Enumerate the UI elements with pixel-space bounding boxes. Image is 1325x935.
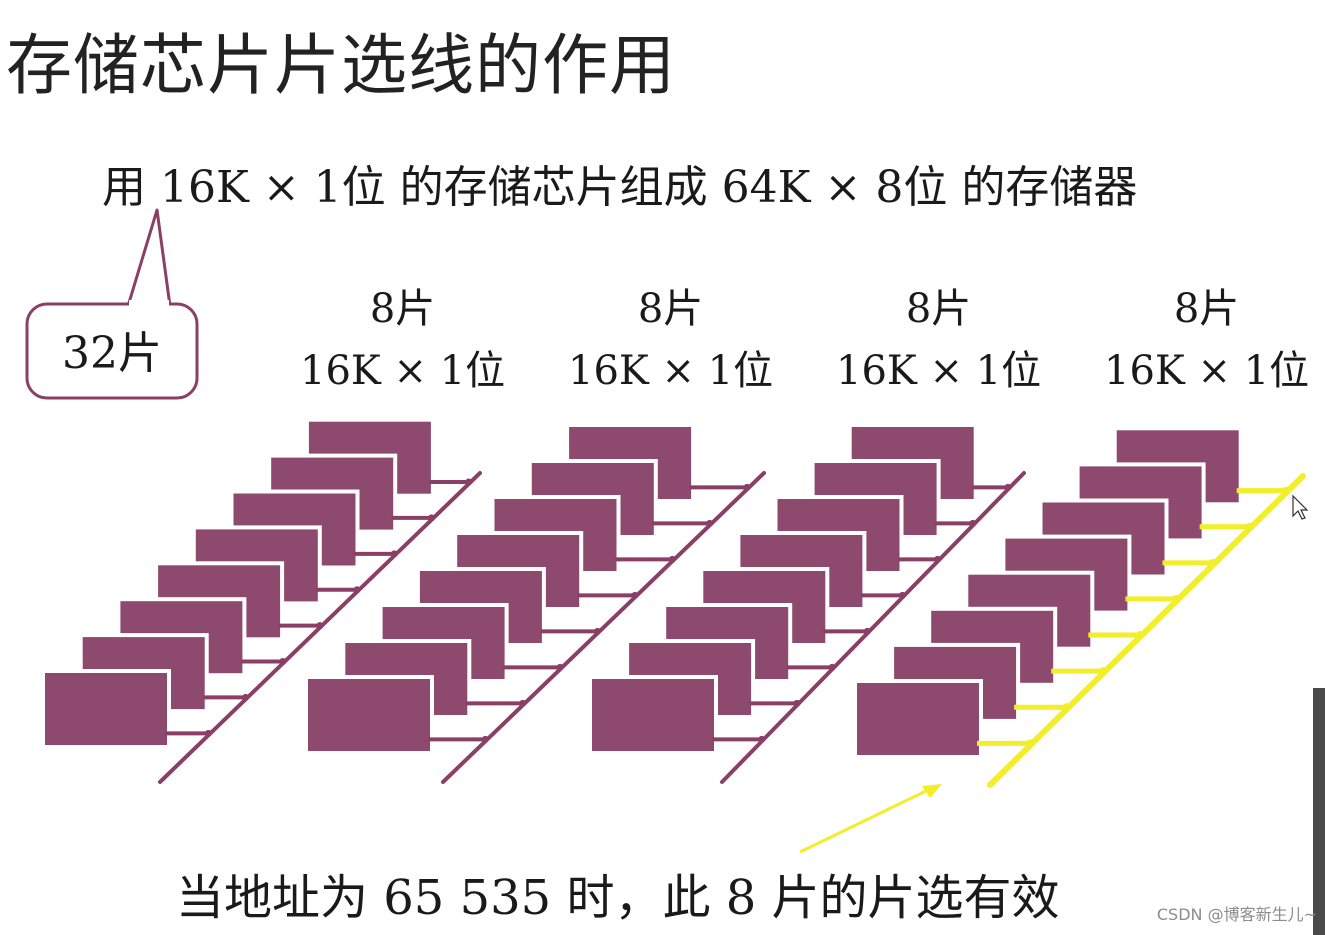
chip-select-line xyxy=(158,471,482,784)
callout-label: 32片 xyxy=(62,328,162,379)
group-spec: 16K × 1位 xyxy=(1104,348,1310,394)
mouse-cursor-icon xyxy=(1292,494,1309,520)
group-spec: 16K × 1位 xyxy=(836,348,1042,394)
group-spec: 16K × 1位 xyxy=(568,348,774,394)
pointer-arrow xyxy=(799,784,942,854)
memory-chip xyxy=(41,669,171,749)
page-title: 存储芯片片选线的作用 xyxy=(6,27,676,104)
memory-chip xyxy=(588,675,718,755)
watermark: CSDN @博客新生儿~ xyxy=(1156,905,1317,924)
callout-bubble: 32片 xyxy=(25,208,199,400)
active-chip-select-line xyxy=(987,473,1306,788)
chip-group xyxy=(41,417,482,784)
bottom-caption: 当地址为 65 535 时，此 8 片的片选有效 xyxy=(176,870,1060,926)
chip-select-line xyxy=(720,471,1026,784)
group-spec: 16K × 1位 xyxy=(300,348,506,394)
subtitle: 用 16K × 1位 的存储芯片组成 64K × 8位 的存储器 xyxy=(102,162,1138,213)
chip-select-line xyxy=(441,471,766,784)
chip-group xyxy=(304,423,766,784)
group-count: 8片 xyxy=(1173,286,1240,332)
window-edge xyxy=(1313,688,1325,935)
memory-chip xyxy=(853,679,983,759)
group-label-1: 8片 16K × 1位 xyxy=(300,278,505,402)
group-label-4: 8片 16K × 1位 xyxy=(1104,278,1309,402)
memory-chip xyxy=(304,675,434,755)
group-count: 8片 xyxy=(369,286,436,332)
group-count: 8片 xyxy=(637,286,704,332)
chip-group xyxy=(588,423,1026,784)
group-label-2: 8片 16K × 1位 xyxy=(568,278,773,402)
chip-group xyxy=(853,426,1306,788)
group-label-3: 8片 16K × 1位 xyxy=(836,278,1041,402)
group-count: 8片 xyxy=(905,286,972,332)
